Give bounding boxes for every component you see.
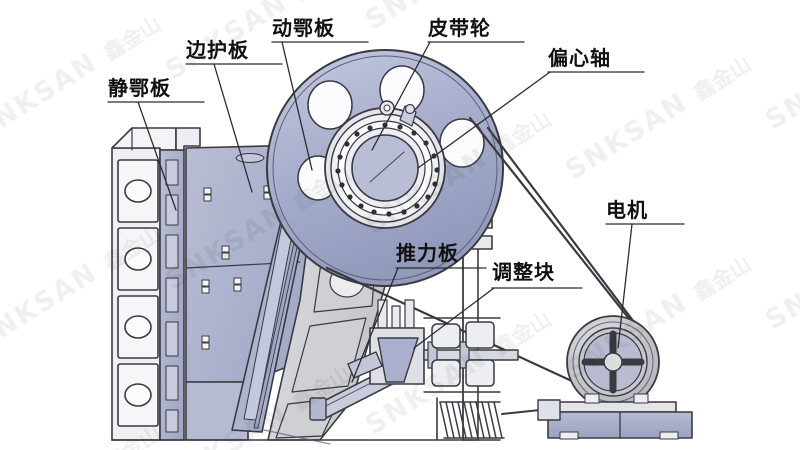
crusher-base-edge [111,429,501,445]
label-adjustment-block: 调整块 [492,260,555,284]
label-leader-lines [107,41,685,383]
label-motor: 电机 [606,198,648,222]
label-moving-jaw-plate: 动鄂板 [272,16,335,40]
motor-base [547,393,693,440]
motor-pulley [566,315,660,409]
label-toggle-plate: 推力板 [396,241,459,265]
label-side-guard-plate: 边护板 [186,38,249,62]
label-belt-pulley: 皮带轮 [428,16,491,40]
eccentric-shaft-bearing [324,100,446,229]
fixed-jaw-liner [159,127,201,441]
label-eccentric-shaft: 偏心轴 [548,46,611,70]
label-fixed-jaw-plate: 静鄂板 [108,76,171,100]
tension-spring [436,397,561,441]
fixed-jaw-plate-assembly [111,127,177,441]
